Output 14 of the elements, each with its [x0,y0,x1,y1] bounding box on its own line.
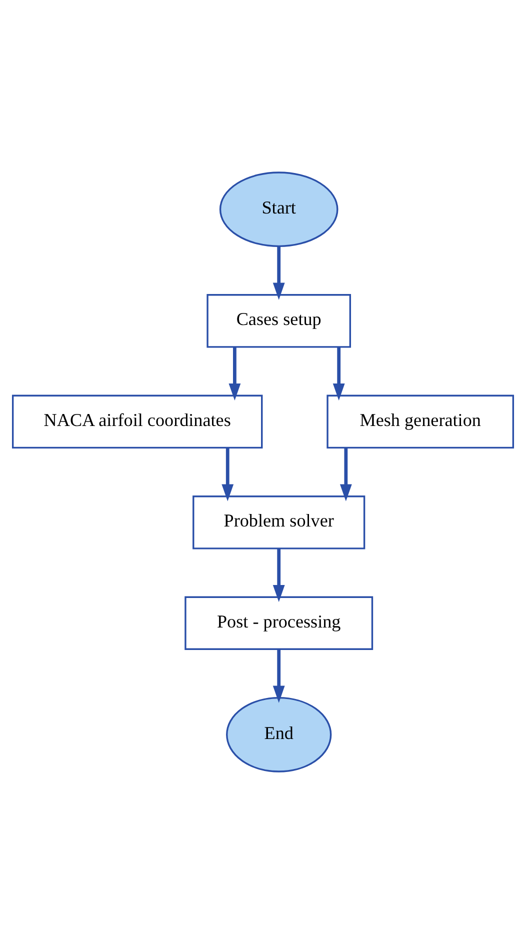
arrow [332,346,345,400]
arrow [228,346,241,400]
node-box: Post - processing [184,596,374,650]
node-box: Problem solver [192,495,366,549]
node-ellipse: End [226,696,332,772]
arrow [272,548,285,602]
arrow [340,448,352,501]
arrow [272,246,285,300]
arrow [272,648,285,702]
node-box: Mesh generation [326,394,514,448]
node-ellipse: Start [219,171,338,247]
node-box: Cases setup [206,294,352,348]
arrow [222,448,234,501]
node-box: NACA airfoil coordinates [12,394,263,448]
